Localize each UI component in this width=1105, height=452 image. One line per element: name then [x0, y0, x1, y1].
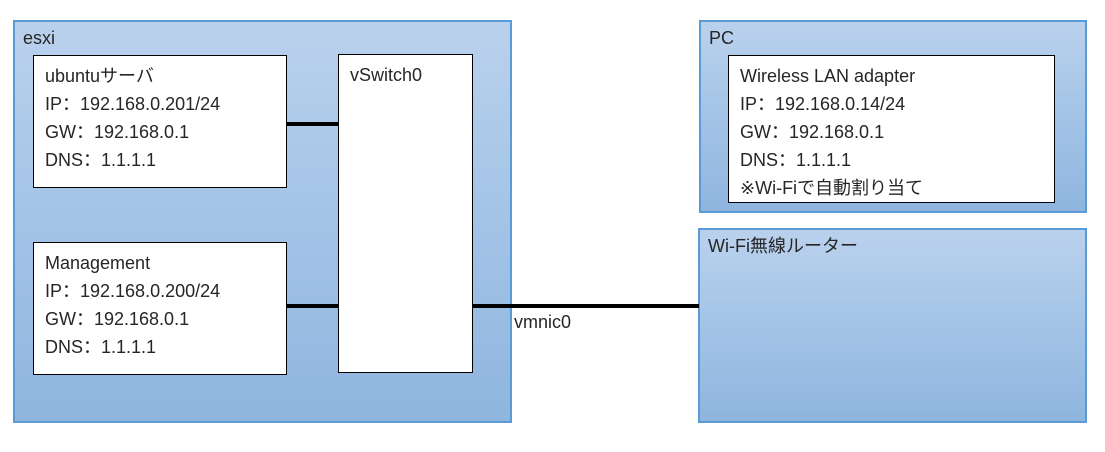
node-text-line: IP：192.168.0.200/24 [45, 281, 221, 301]
node-text-line: GW：192.168.0.1 [740, 122, 885, 142]
node-text-line: DNS：1.1.1.1 [740, 150, 852, 170]
wireless-adapter-node: Wireless LAN adapter IP：192.168.0.14/24 … [728, 55, 1055, 203]
node-text-line: Management [45, 253, 151, 273]
node-text-line: DNS：1.1.1.1 [45, 150, 157, 170]
vswitch-node: vSwitch0 [338, 54, 473, 373]
wifi-router-group: Wi-Fi無線ルーター [698, 228, 1087, 423]
pc-group-label: PC [709, 28, 735, 48]
node-text-line: IP：192.168.0.14/24 [740, 94, 906, 114]
node-text-line: DNS：1.1.1.1 [45, 337, 157, 357]
node-text-line: Wireless LAN adapter [740, 66, 916, 86]
connector-vmnic0 [473, 304, 699, 308]
connector-management-vswitch [286, 304, 338, 308]
vmnic0-label: vmnic0 [514, 312, 572, 332]
wifi-router-label: Wi-Fi無線ルーター [708, 236, 858, 256]
node-text-line: ※Wi-Fiで自動割り当て [740, 178, 924, 198]
connector-ubuntu-vswitch [286, 122, 338, 126]
node-text-line: ubuntuサーバ [45, 66, 154, 86]
esxi-group-label: esxi [23, 28, 56, 48]
node-text-line: IP：192.168.0.201/24 [45, 94, 221, 114]
node-text-line: GW：192.168.0.1 [45, 309, 190, 329]
node-text-line: GW：192.168.0.1 [45, 122, 190, 142]
ubuntu-server-node: ubuntuサーバ IP：192.168.0.201/24 GW：192.168… [33, 55, 287, 188]
vswitch-label: vSwitch0 [350, 65, 423, 85]
management-node: Management IP：192.168.0.200/24 GW：192.16… [33, 242, 287, 375]
